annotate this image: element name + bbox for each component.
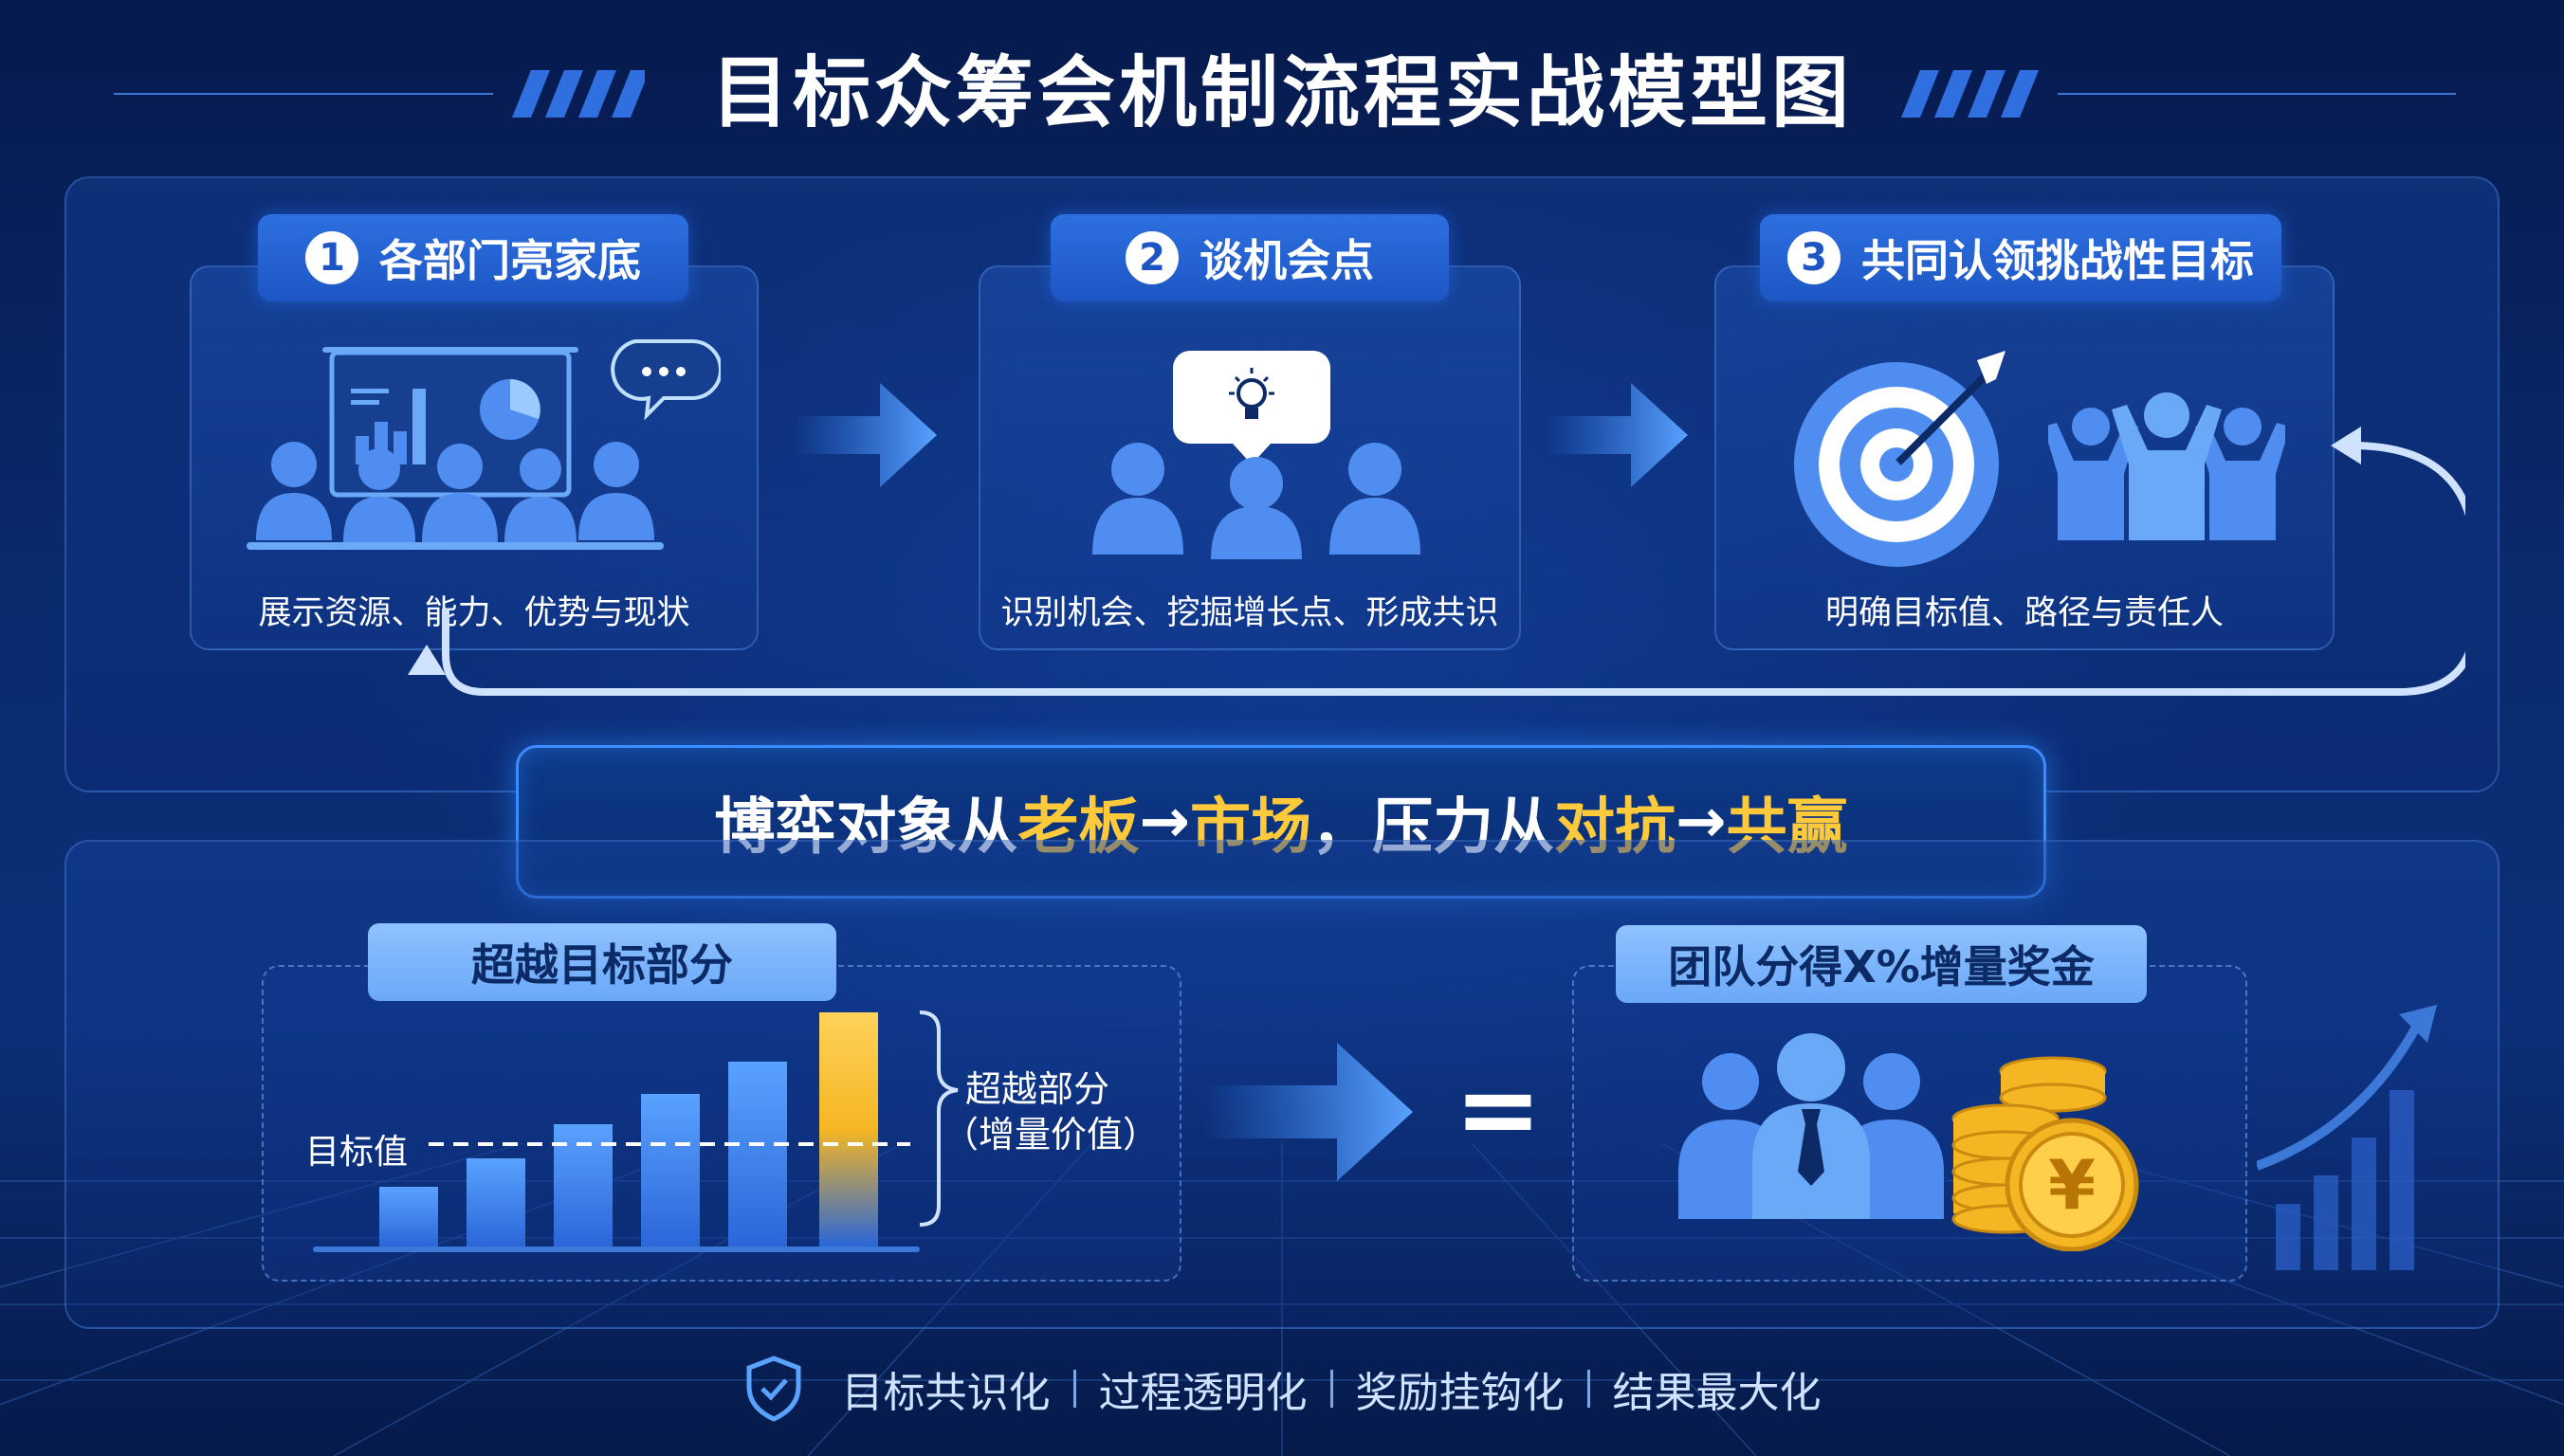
banner-text-2: ，压力从 (1311, 792, 1554, 863)
banner-text-1: 博弈对象从 (714, 792, 1018, 863)
step-1-number: 1 (305, 231, 358, 284)
step-1-tag: 1 各部门亮家底 (258, 214, 688, 301)
step-2-tag: 2 谈机会点 (1051, 214, 1449, 301)
title-left-decoration (114, 70, 645, 118)
step-3-label: 共同认领挑战性目标 (1861, 235, 2254, 286)
step-2-label: 谈机会点 (1200, 235, 1374, 286)
footer-divider (1586, 1370, 1590, 1408)
team-celebrate-icon (2048, 392, 2285, 540)
page-title: 目标众筹会机制流程实战模型图 (710, 48, 1853, 138)
chart-bar (728, 1062, 787, 1247)
step-1-label: 各部门亮家底 (379, 235, 641, 286)
footer-divider (1072, 1370, 1076, 1408)
meeting-presentation-icon (247, 339, 721, 550)
step-2-number: 2 (1126, 231, 1179, 284)
flow-arrow-right-icon (1546, 383, 1688, 487)
exceed-target-tag: 超越目标部分 (368, 923, 836, 1001)
footer-item-incentive: 奖励挂钩化 (1355, 1369, 1565, 1417)
shield-check-icon (746, 1356, 800, 1422)
loop-back-arrow-icon (408, 427, 2465, 696)
step-3-tag: 3 共同认领挑战性目标 (1760, 214, 2281, 301)
step-3-description: 明确目标值、路径与责任人 (1824, 594, 2224, 632)
step-2-description: 识别机会、挖掘增长点、形成共识 (1000, 594, 1499, 632)
target-value-label: 目标值 (305, 1133, 409, 1172)
key-insight-banner: 博弈对象从 老板 → 市场 ，压力从 对抗 → 共赢 (516, 745, 2046, 899)
chart-bar (467, 1158, 525, 1247)
footer-principles: 目标共识化 过程透明化 奖励挂钩化 结果最大化 (0, 1356, 2564, 1422)
flow-arrow-right-icon (795, 383, 937, 487)
exceed-brace-label-2: （增量价值） (943, 1114, 1160, 1156)
growth-trend-icon (2257, 1005, 2437, 1270)
banner-highlight-confront: 对抗 (1554, 792, 1676, 863)
footer-divider (1329, 1370, 1333, 1408)
equals-sign: = (1454, 1048, 1543, 1170)
banner-highlight-boss: 老板 (1017, 792, 1140, 863)
team-bonus-tag: 团队分得X%增量奖金 (1616, 925, 2147, 1003)
chart-bar (641, 1094, 700, 1247)
target-icon (1794, 351, 2005, 567)
title-row: 目标众筹会机制流程实战模型图 (0, 42, 2564, 146)
banner-arrow-2: → (1676, 787, 1727, 857)
banner-highlight-market: 市场 (1190, 792, 1311, 863)
exceed-brace-label-1: 超越部分 (965, 1068, 1110, 1110)
chart-bar (379, 1187, 438, 1247)
title-right-decoration (1901, 70, 2456, 118)
currency-symbol: ¥ (2048, 1145, 2096, 1225)
gold-coins-icon: ¥ (1951, 1056, 2139, 1251)
step-1-description: 展示资源、能力、优势与现状 (258, 594, 690, 632)
step-3-number: 3 (1787, 231, 1841, 284)
footer-item-transparency: 过程透明化 (1098, 1369, 1308, 1417)
footer-item-maximize: 结果最大化 (1612, 1369, 1822, 1417)
chart-bar-exceed (819, 1012, 878, 1247)
banner-highlight-winwin: 共赢 (1726, 792, 1848, 863)
banner-arrow-1: → (1139, 787, 1190, 857)
team-people-icon (1678, 1033, 1944, 1219)
result-arrow-right-icon (1204, 1043, 1413, 1181)
discussion-idea-icon (1092, 351, 1420, 559)
exceed-target-bar-chart (313, 1010, 959, 1252)
footer-item-consensus: 目标共识化 (841, 1369, 1051, 1417)
